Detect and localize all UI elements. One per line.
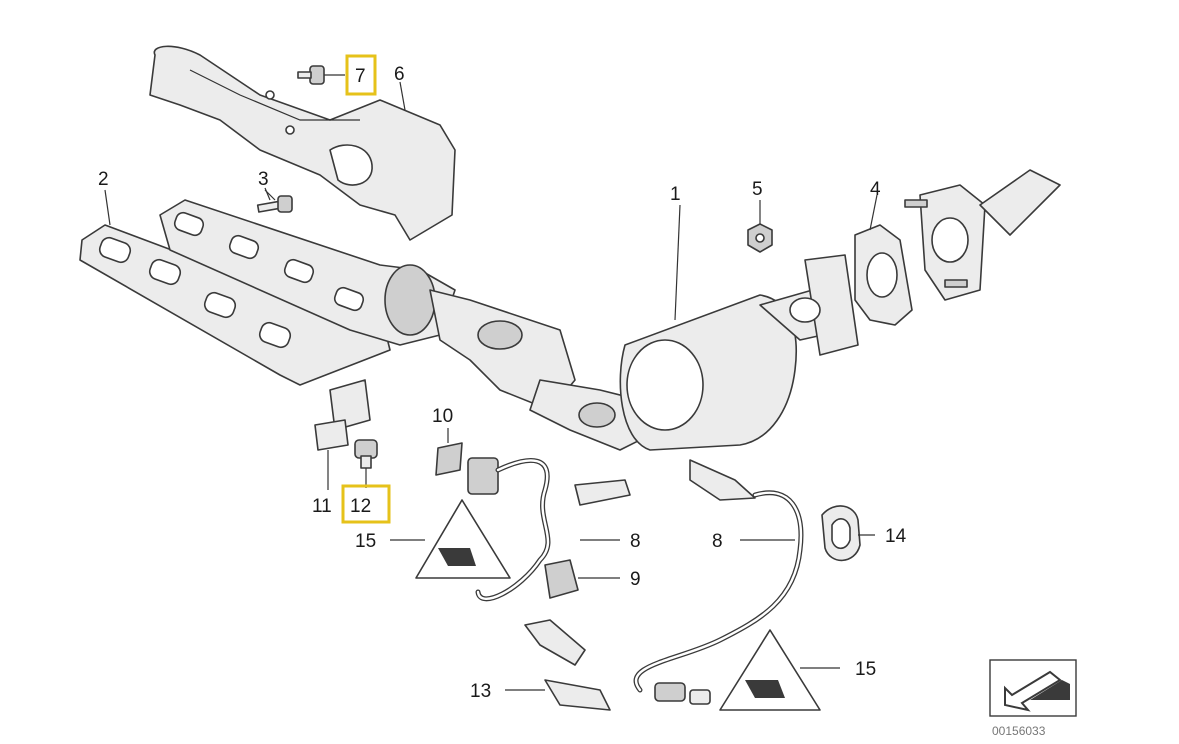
- exhaust-manifold: [159, 199, 456, 346]
- orientation-icon: [989, 659, 1077, 717]
- callouts: 1 2 3 4 5 6 7 8 8 9 10 11 12 13 14 15 15: [98, 54, 907, 702]
- leader-lines: [104, 81, 878, 541]
- downstream-pipe: [904, 169, 1061, 301]
- reference-number: 00156033: [992, 724, 1046, 738]
- bracket-part-11: [314, 379, 371, 490]
- callout-9: 9: [630, 569, 641, 590]
- callout-5: 5: [752, 179, 763, 200]
- catalytic-converter-part-1: [429, 254, 859, 451]
- warning-triangle-part-15-left: [390, 499, 511, 579]
- clamp-part-14: [821, 505, 875, 562]
- callout-1: 1: [670, 184, 681, 205]
- cable-holder-part-13: [505, 619, 611, 711]
- callout-2: 2: [98, 169, 109, 190]
- flange-gasket-part-4: [854, 224, 913, 326]
- callout-4: 4: [870, 179, 881, 200]
- callout-6: 6: [394, 64, 405, 85]
- highlight-box-12: [341, 484, 391, 524]
- clip-part-10: [435, 428, 463, 476]
- highlight-box-7: [345, 54, 377, 96]
- gasket-part-2: [79, 224, 391, 386]
- bolt-part-7: [297, 65, 345, 85]
- callout-8-left: 8: [630, 531, 641, 552]
- bolt-part-12: [354, 439, 378, 488]
- stud-bolt-part-3: [256, 189, 293, 213]
- callout-15-right: 15: [855, 659, 876, 680]
- callout-10: 10: [432, 406, 453, 427]
- callout-15-left: 15: [355, 531, 376, 552]
- callout-3: 3: [258, 169, 269, 190]
- callout-12: 12: [350, 496, 371, 517]
- callout-11: 11: [312, 496, 332, 517]
- callout-8-right: 8: [712, 531, 723, 552]
- callout-7: 7: [355, 66, 366, 87]
- oxygen-sensor-part-8-lower: [633, 459, 804, 705]
- nut-part-5: [747, 200, 773, 253]
- holder-part-9: [544, 559, 620, 599]
- callout-14: 14: [885, 526, 907, 547]
- warning-triangle-part-15-right: [719, 629, 840, 711]
- oxygen-sensor-part-8-upper: [467, 457, 631, 602]
- heat-shield-part-6: [149, 45, 456, 241]
- callout-13: 13: [470, 681, 491, 702]
